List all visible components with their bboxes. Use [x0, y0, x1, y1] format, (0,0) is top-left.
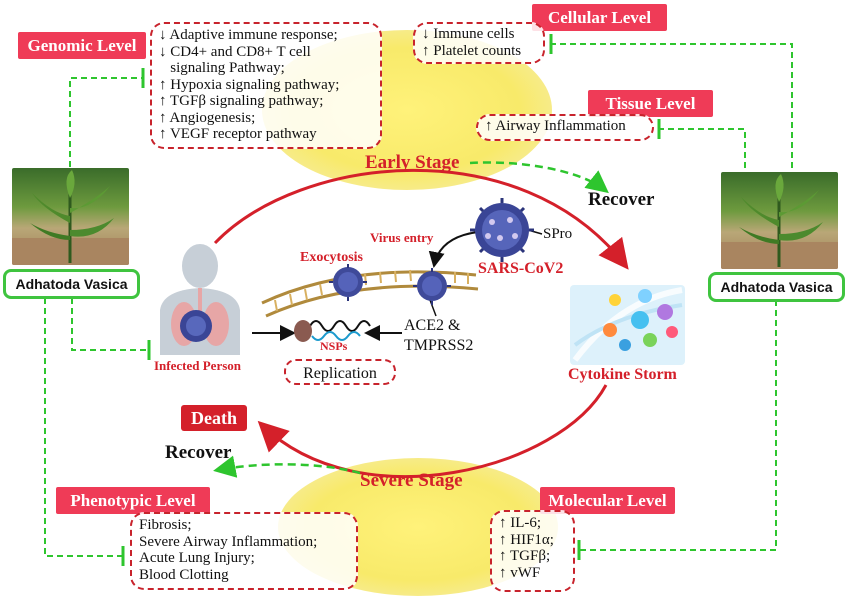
replication-box: Replication	[284, 359, 396, 385]
genomic-item: ↑ Angiogenesis;	[159, 109, 256, 126]
infected-person-label: Infected Person	[154, 358, 242, 373]
molecular-effects-box: ↑ IL-6; ↑ HIF1α; ↑ TGFβ; ↑ vWF	[490, 510, 575, 592]
severe-stage-arrow	[257, 384, 608, 479]
ace2-label-line1: ACE2 &	[404, 317, 461, 334]
adhatoda-plant-photo-right	[721, 172, 838, 269]
ace2-label-line2: TMPRSS2	[404, 337, 474, 354]
molecular-item: ↑ HIF1α;	[499, 531, 554, 548]
genomic-item: ↑ Hypoxia signaling pathway;	[159, 76, 340, 93]
plant-to-infected-line	[71, 298, 148, 351]
rna-strand-1	[309, 320, 371, 332]
early-stage-label: Early Stage	[365, 152, 460, 173]
virus-entry-arrow	[428, 231, 479, 268]
tissue-level-tag: Tissue Level	[588, 90, 713, 117]
genomic-item: ↑ TGFβ signaling pathway;	[159, 93, 324, 109]
genomic-level-tag: Genomic Level	[18, 32, 146, 59]
phenotypic-item: Fibrosis;	[139, 517, 192, 533]
tissue-item: ↑ Airway Inflammation	[485, 118, 626, 134]
plant-to-tissue-line	[660, 128, 746, 168]
cytokine-storm-label: Cytokine Storm	[568, 366, 677, 383]
genomic-item: ↓ CD4+ and CD8+ T cell	[159, 43, 311, 60]
recover-bottom-arrow	[213, 455, 361, 478]
recover-top-label: Recover	[588, 189, 655, 210]
phenotypic-effects-box: Fibrosis; Severe Airway Inflammation; Ac…	[130, 512, 358, 590]
ribosome-icon	[294, 320, 312, 342]
plant-to-genomic-line	[69, 77, 142, 167]
cytokine-storm-icon	[570, 285, 685, 365]
genomic-item: signaling Pathway;	[159, 60, 285, 76]
adhatoda-vasica-label-left: Adhatoda Vasica	[3, 269, 140, 299]
recover-bottom-label: Recover	[165, 442, 232, 463]
molecular-item: ↑ TGFβ;	[499, 548, 551, 564]
spro-label: SPro	[543, 226, 573, 242]
early-stage-arrow	[213, 168, 629, 270]
molecular-level-tag: Molecular Level	[540, 487, 675, 514]
cellular-level-tag: Cellular Level	[532, 4, 667, 31]
molecular-item: ↑ vWF	[499, 564, 541, 581]
genomic-effects-box: ↓ Adaptive immune response; ↓ CD4+ and C…	[150, 22, 382, 149]
plant-to-cellular-line	[552, 43, 793, 168]
infected-person-icon	[160, 244, 240, 355]
cellular-item: ↑ Platelet counts	[422, 42, 522, 59]
virus-entry-label: Virus entry	[370, 230, 434, 245]
exocytosis-label: Exocytosis	[300, 250, 363, 265]
cellular-effects-box: ↓ Immune cells ↑ Platelet counts	[413, 22, 545, 64]
adhatoda-plant-photo-left	[12, 168, 129, 265]
phenotypic-level-tag: Phenotypic Level	[56, 487, 210, 514]
tissue-effects-box: ↑ Airway Inflammation	[476, 114, 654, 141]
sars-cov2-label: SARS-CoV2	[478, 260, 564, 277]
cellular-item: ↓ Immune cells	[422, 26, 515, 42]
genomic-item: ↑ VEGF receptor pathway	[159, 126, 317, 142]
sars-cov2-virus-icon	[470, 198, 534, 262]
plant-to-phenotypic-line	[44, 298, 122, 557]
nsps-label: NSPs	[320, 339, 348, 353]
plant-to-molecular-line	[580, 300, 777, 551]
adhatoda-vasica-label-right: Adhatoda Vasica	[708, 272, 845, 302]
severe-stage-label: Severe Stage	[360, 470, 463, 491]
death-label: Death	[181, 405, 247, 431]
molecular-item: ↑ IL-6;	[499, 515, 542, 531]
phenotypic-item: Severe Airway Inflammation;	[139, 533, 318, 550]
rna-strand-2	[311, 331, 361, 341]
phenotypic-item: Acute Lung Injury;	[139, 550, 255, 566]
virus-icon-small	[333, 267, 447, 301]
genomic-item: ↓ Adaptive immune response;	[159, 27, 338, 43]
phenotypic-item: Blood Clotting	[139, 566, 229, 583]
recover-top-arrow	[469, 161, 609, 194]
